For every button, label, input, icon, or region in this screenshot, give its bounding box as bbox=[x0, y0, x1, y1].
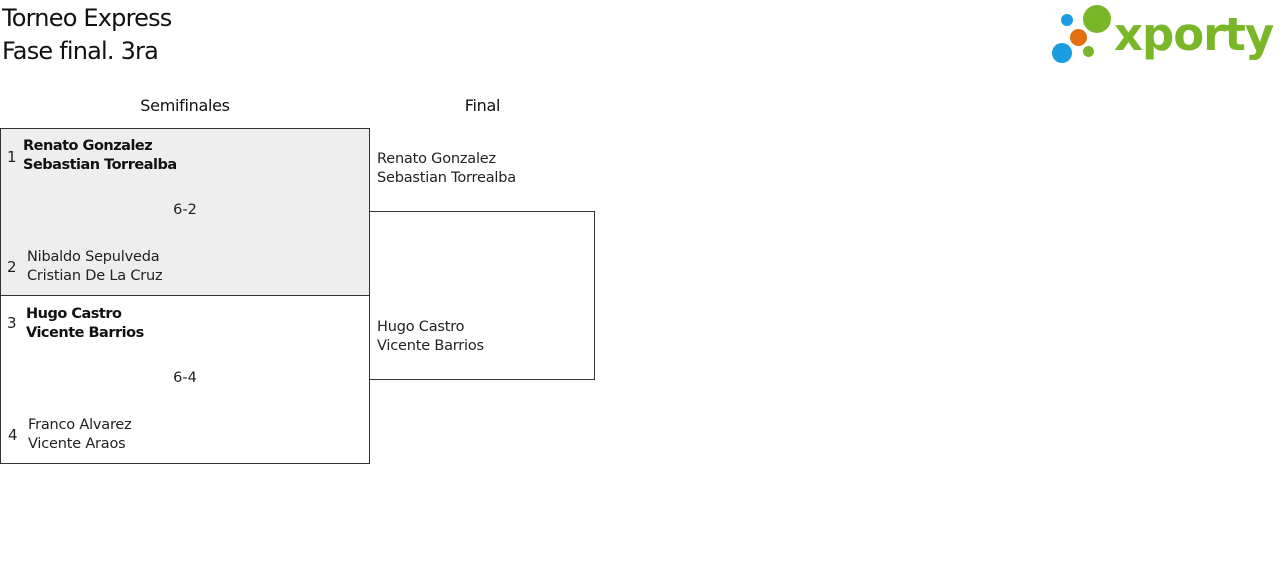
final-team-2[interactable]: Hugo Castro Vicente Barrios bbox=[377, 318, 484, 356]
player-name: Vicente Barrios bbox=[377, 338, 484, 354]
team-loser[interactable]: Franco Alvarez Vicente Araos bbox=[28, 416, 132, 454]
team-loser[interactable]: Nibaldo Sepulveda Cristian De La Cruz bbox=[27, 248, 163, 286]
player-name: Hugo Castro bbox=[26, 306, 122, 322]
team-winner[interactable]: Renato Gonzalez Sebastian Torrealba bbox=[23, 137, 177, 175]
player-name: Sebastian Torrealba bbox=[23, 157, 177, 173]
seed-number: 4 bbox=[8, 426, 18, 444]
logo-wordmark: xporty bbox=[1114, 8, 1274, 61]
logo-dot-blue-large bbox=[1052, 43, 1072, 63]
player-name: Franco Alvarez bbox=[28, 417, 132, 433]
player-name: Renato Gonzalez bbox=[377, 151, 496, 167]
semifinal-match-2[interactable]: 3 Hugo Castro Vicente Barrios 6-4 4 Fran… bbox=[0, 295, 370, 464]
column-header-final: Final bbox=[464, 96, 501, 115]
final-team-1[interactable]: Renato Gonzalez Sebastian Torrealba bbox=[377, 150, 516, 188]
player-name: Hugo Castro bbox=[377, 319, 465, 335]
semifinal-match-1[interactable]: 1 Renato Gonzalez Sebastian Torrealba 6-… bbox=[0, 128, 370, 296]
seed-number: 1 bbox=[7, 148, 17, 166]
xporty-logo[interactable]: xporty bbox=[1052, 5, 1276, 67]
seed-number: 2 bbox=[7, 258, 17, 276]
player-name: Sebastian Torrealba bbox=[377, 170, 516, 186]
player-name: Renato Gonzalez bbox=[23, 138, 153, 154]
final-match-bracket bbox=[369, 211, 595, 380]
logo-dot-orange bbox=[1070, 29, 1087, 46]
team-winner[interactable]: Hugo Castro Vicente Barrios bbox=[26, 305, 144, 343]
logo-dot-blue-small bbox=[1061, 14, 1073, 26]
match-score: 6-4 bbox=[173, 370, 197, 386]
seed-number: 3 bbox=[7, 314, 17, 332]
phase-subtitle: Fase final. 3ra bbox=[2, 37, 159, 65]
player-name: Vicente Barrios bbox=[26, 325, 144, 341]
player-name: Vicente Araos bbox=[28, 436, 126, 452]
player-name: Cristian De La Cruz bbox=[27, 268, 163, 284]
player-name: Nibaldo Sepulveda bbox=[27, 249, 160, 265]
tournament-title: Torneo Express bbox=[2, 4, 172, 32]
column-header-semifinals: Semifinales bbox=[140, 96, 230, 115]
match-score: 6-2 bbox=[173, 202, 197, 218]
logo-dot-green-large bbox=[1083, 5, 1111, 33]
logo-dot-green-small bbox=[1083, 46, 1094, 57]
